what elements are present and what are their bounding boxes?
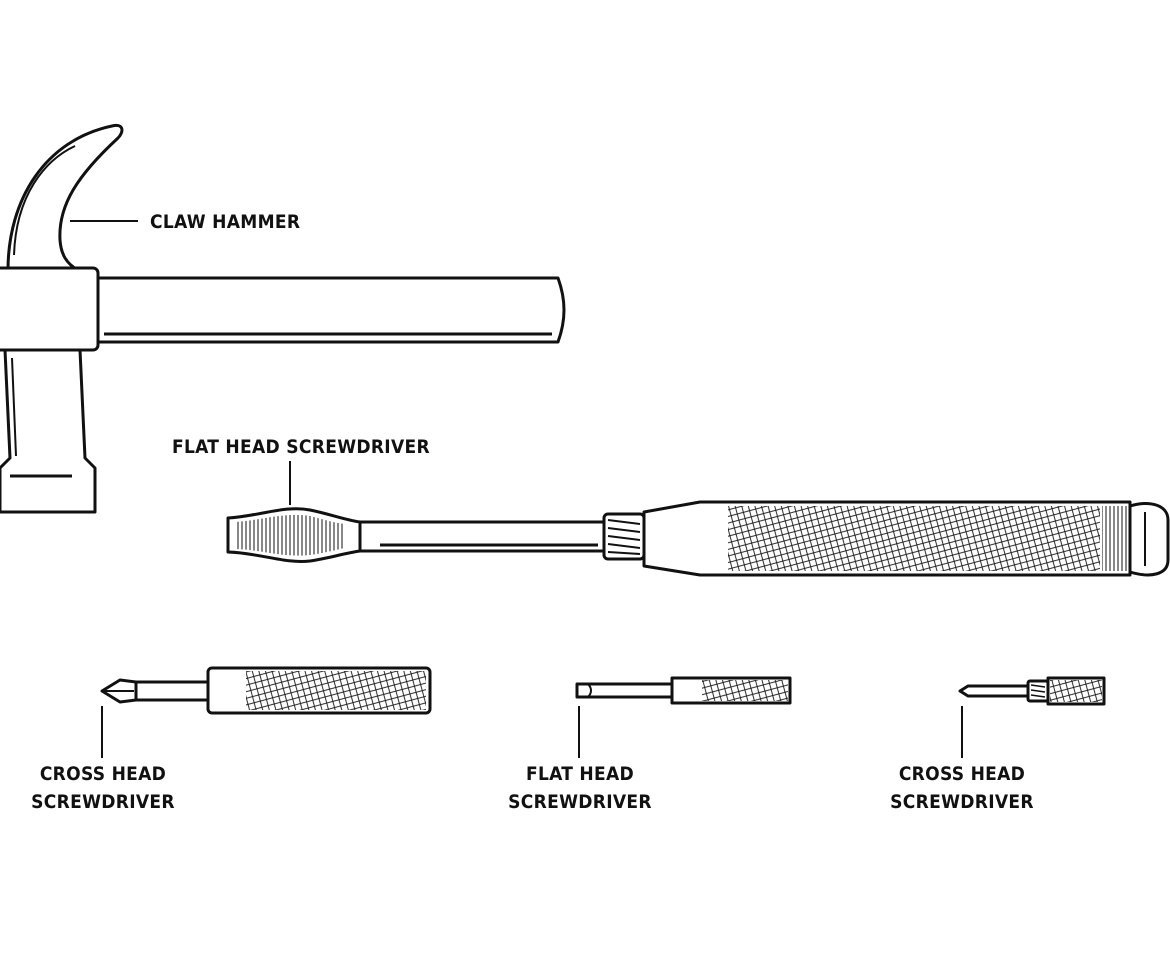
handle-ribs: [1102, 506, 1128, 571]
label-claw-hammer: CLAW HAMMER: [150, 211, 300, 233]
hammer-handle: [90, 276, 566, 344]
label-cross-head-2-line2: SCREWDRIVER: [890, 791, 1034, 813]
label-flat-head-small: FLAT HEAD: [526, 763, 634, 785]
hammer-claw: [6, 123, 124, 272]
cross-head-screwdriver-1: CROSS HEAD SCREWDRIVER: [31, 666, 432, 813]
hammer-head-band: [0, 266, 100, 352]
label-flat-head-small-line2: SCREWDRIVER: [508, 791, 652, 813]
shaft: [348, 520, 607, 553]
end-cap: [1128, 502, 1170, 577]
label-cross-head-1: CROSS HEAD: [40, 763, 166, 785]
label-cross-head-1-line2: SCREWDRIVER: [31, 791, 175, 813]
threads: [602, 512, 646, 561]
label-flat-head-large: FLAT HEAD SCREWDRIVER: [172, 436, 430, 458]
hammer-neck: [0, 348, 97, 514]
cross-head-screwdriver-2: CROSS HEAD SCREWDRIVER: [890, 676, 1106, 813]
large-flat-head-screwdriver: FLAT HEAD SCREWDRIVER: [172, 436, 1170, 577]
flat-head-screwdriver-small: FLAT HEAD SCREWDRIVER: [508, 676, 792, 813]
claw-hammer: CLAW HAMMER: [0, 123, 566, 514]
label-cross-head-2: CROSS HEAD: [899, 763, 1025, 785]
